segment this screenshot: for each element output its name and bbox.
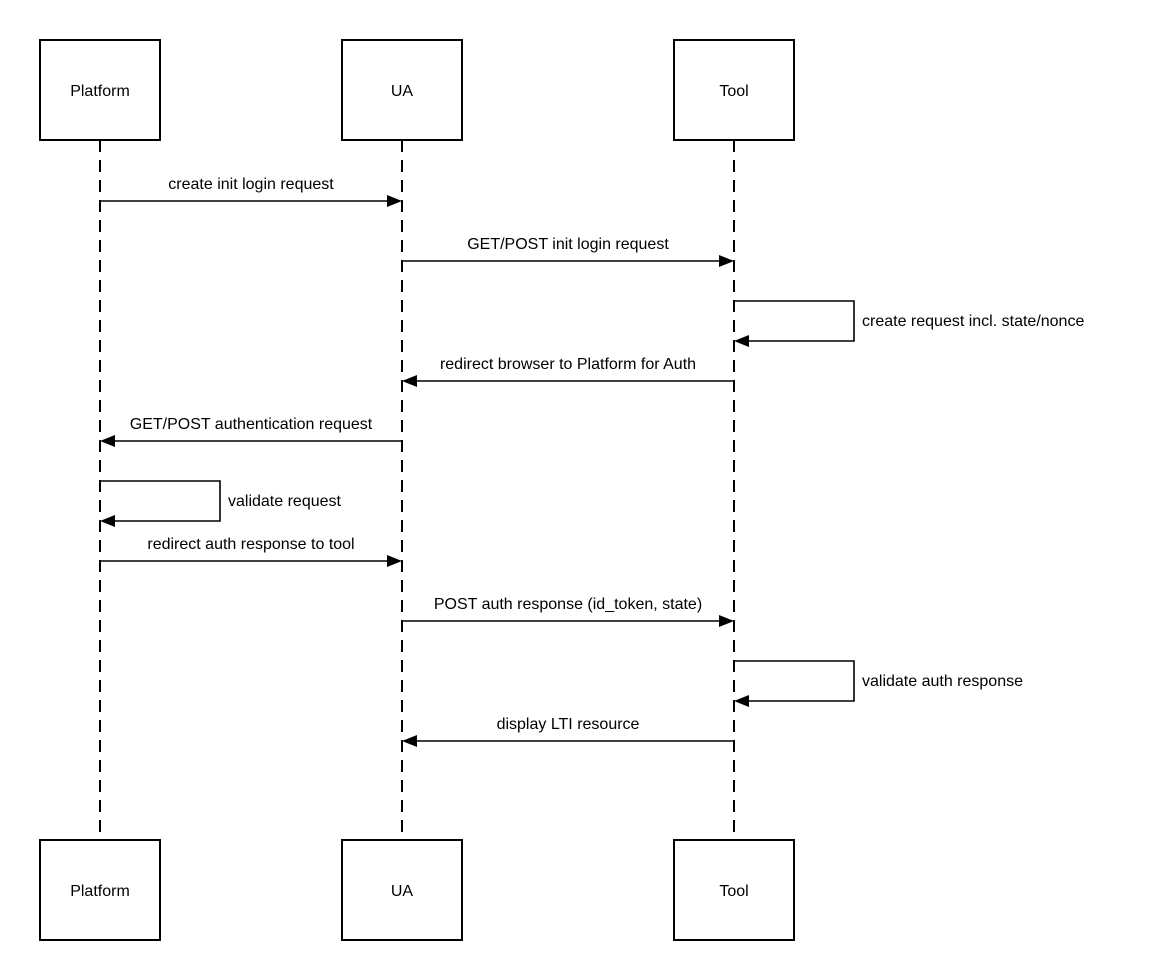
arrowhead xyxy=(387,195,402,207)
message-label: create request incl. state/nonce xyxy=(862,313,1084,330)
arrowhead xyxy=(734,695,749,707)
self-message-line xyxy=(734,660,855,702)
message-7: redirect auth response to tool xyxy=(100,536,402,567)
message-1: create init login request xyxy=(100,176,402,207)
participant-box-rect xyxy=(673,39,795,141)
message-9: validate auth response xyxy=(734,660,1023,707)
message-2: GET/POST init login request xyxy=(402,236,734,267)
participant-box-rect xyxy=(39,839,161,941)
participant-label: Tool xyxy=(719,83,748,100)
participant-label: Platform xyxy=(70,83,130,100)
message-label: redirect auth response to tool xyxy=(147,536,354,553)
participant-box-rect xyxy=(673,839,795,941)
participant-box-rect xyxy=(341,39,463,141)
message-5: GET/POST authentication request xyxy=(100,416,402,447)
participant-box-rect xyxy=(341,839,463,941)
lifelines xyxy=(99,140,735,840)
arrowhead xyxy=(100,515,115,527)
participant-platform-bottom: Platform xyxy=(39,839,161,941)
message-3: create request incl. state/nonce xyxy=(734,300,1084,347)
message-label: POST auth response (id_token, state) xyxy=(434,596,702,613)
participant-ua-bottom: UA xyxy=(341,839,463,941)
participant-platform-top: Platform xyxy=(39,39,161,141)
participant-tool-bottom: Tool xyxy=(673,839,795,941)
message-6: validate request xyxy=(100,480,342,527)
arrowhead xyxy=(402,735,417,747)
self-message-line xyxy=(734,300,855,342)
message-label: validate auth response xyxy=(862,673,1023,690)
participant-label: UA xyxy=(391,83,414,100)
arrowhead xyxy=(719,615,734,627)
participant-ua-top: UA xyxy=(341,39,463,141)
message-10: display LTI resource xyxy=(402,716,734,747)
self-message-line xyxy=(100,480,221,522)
participant-label: Tool xyxy=(719,883,748,900)
arrowhead xyxy=(402,375,417,387)
participant-label: UA xyxy=(391,883,414,900)
message-8: POST auth response (id_token, state) xyxy=(402,596,734,627)
participant-box-rect xyxy=(39,39,161,141)
message-label: validate request xyxy=(228,493,342,510)
arrowhead xyxy=(734,335,749,347)
message-label: GET/POST authentication request xyxy=(130,416,373,433)
arrowhead xyxy=(719,255,734,267)
arrowhead xyxy=(387,555,402,567)
participant-tool-top: Tool xyxy=(673,39,795,141)
participant-label: Platform xyxy=(70,883,130,900)
message-label: redirect browser to Platform for Auth xyxy=(440,356,696,373)
message-label: GET/POST init login request xyxy=(467,236,669,253)
message-label: create init login request xyxy=(168,176,334,193)
message-label: display LTI resource xyxy=(497,716,640,733)
message-4: redirect browser to Platform for Auth xyxy=(402,356,734,387)
arrowhead xyxy=(100,435,115,447)
